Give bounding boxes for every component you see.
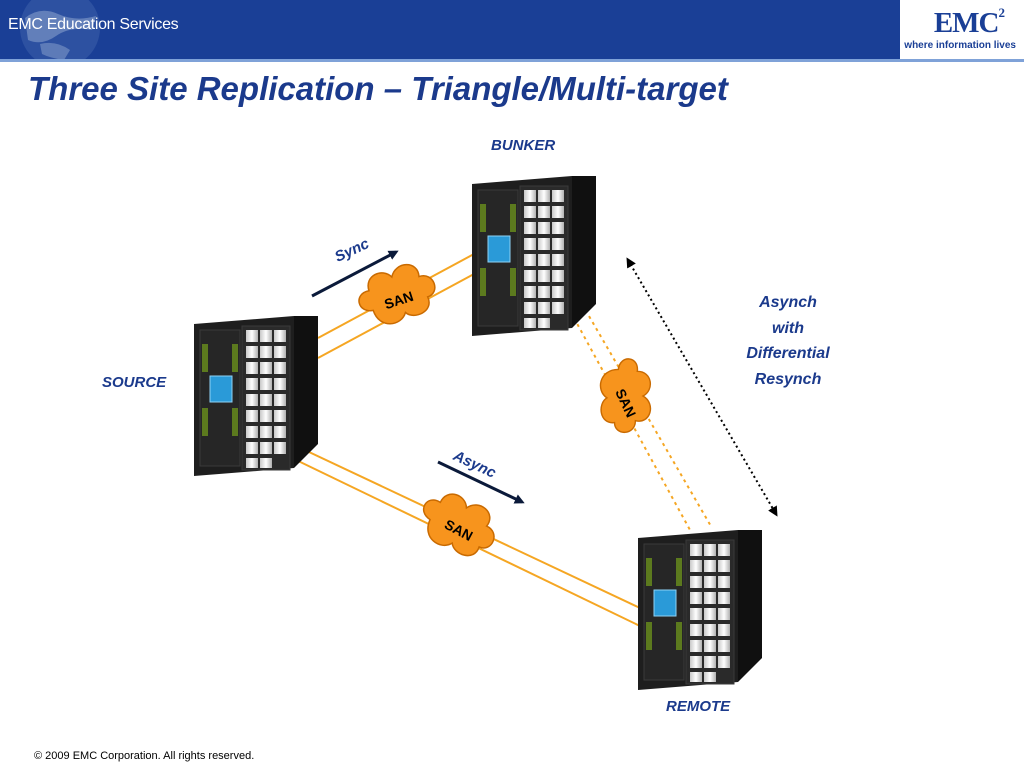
source-storage-cabinet-icon [193, 315, 319, 477]
logo-box: EMC2 where information lives [900, 0, 1024, 62]
globe-icon [20, 0, 100, 62]
remote-label: REMOTE [666, 698, 731, 715]
resynch-note-line4: Resynch [754, 370, 822, 388]
remote-storage-cabinet-icon [637, 529, 763, 691]
resynch-note-line2: with [772, 319, 804, 337]
emc-logo: EMC2 [933, 5, 1005, 39]
copyright-footer: © 2009 EMC Corporation. All rights reser… [34, 750, 255, 762]
bunker-storage-cabinet-icon [471, 175, 597, 337]
header-bar: EMC Education Services EMC2 where inform… [0, 0, 1024, 62]
resynch-note-line1: Asynch [759, 294, 817, 311]
resynch-double-arrow-icon [626, 257, 778, 517]
brand-left: EMC Education Services [8, 16, 179, 33]
header-strip [0, 59, 1024, 62]
sync-arrow-icon [311, 250, 399, 298]
bunker-label: BUNKER [491, 137, 556, 154]
source-label: SOURCE [102, 374, 167, 391]
slide-title: Three Site Replication – Triangle/Multi-… [28, 70, 728, 107]
resynch-note: Asynch with Differential Resynch [738, 290, 838, 392]
logo-tagline: where information lives [904, 40, 1016, 51]
resynch-note-line3: Differential [746, 345, 830, 362]
async-arrow-icon [437, 460, 525, 504]
